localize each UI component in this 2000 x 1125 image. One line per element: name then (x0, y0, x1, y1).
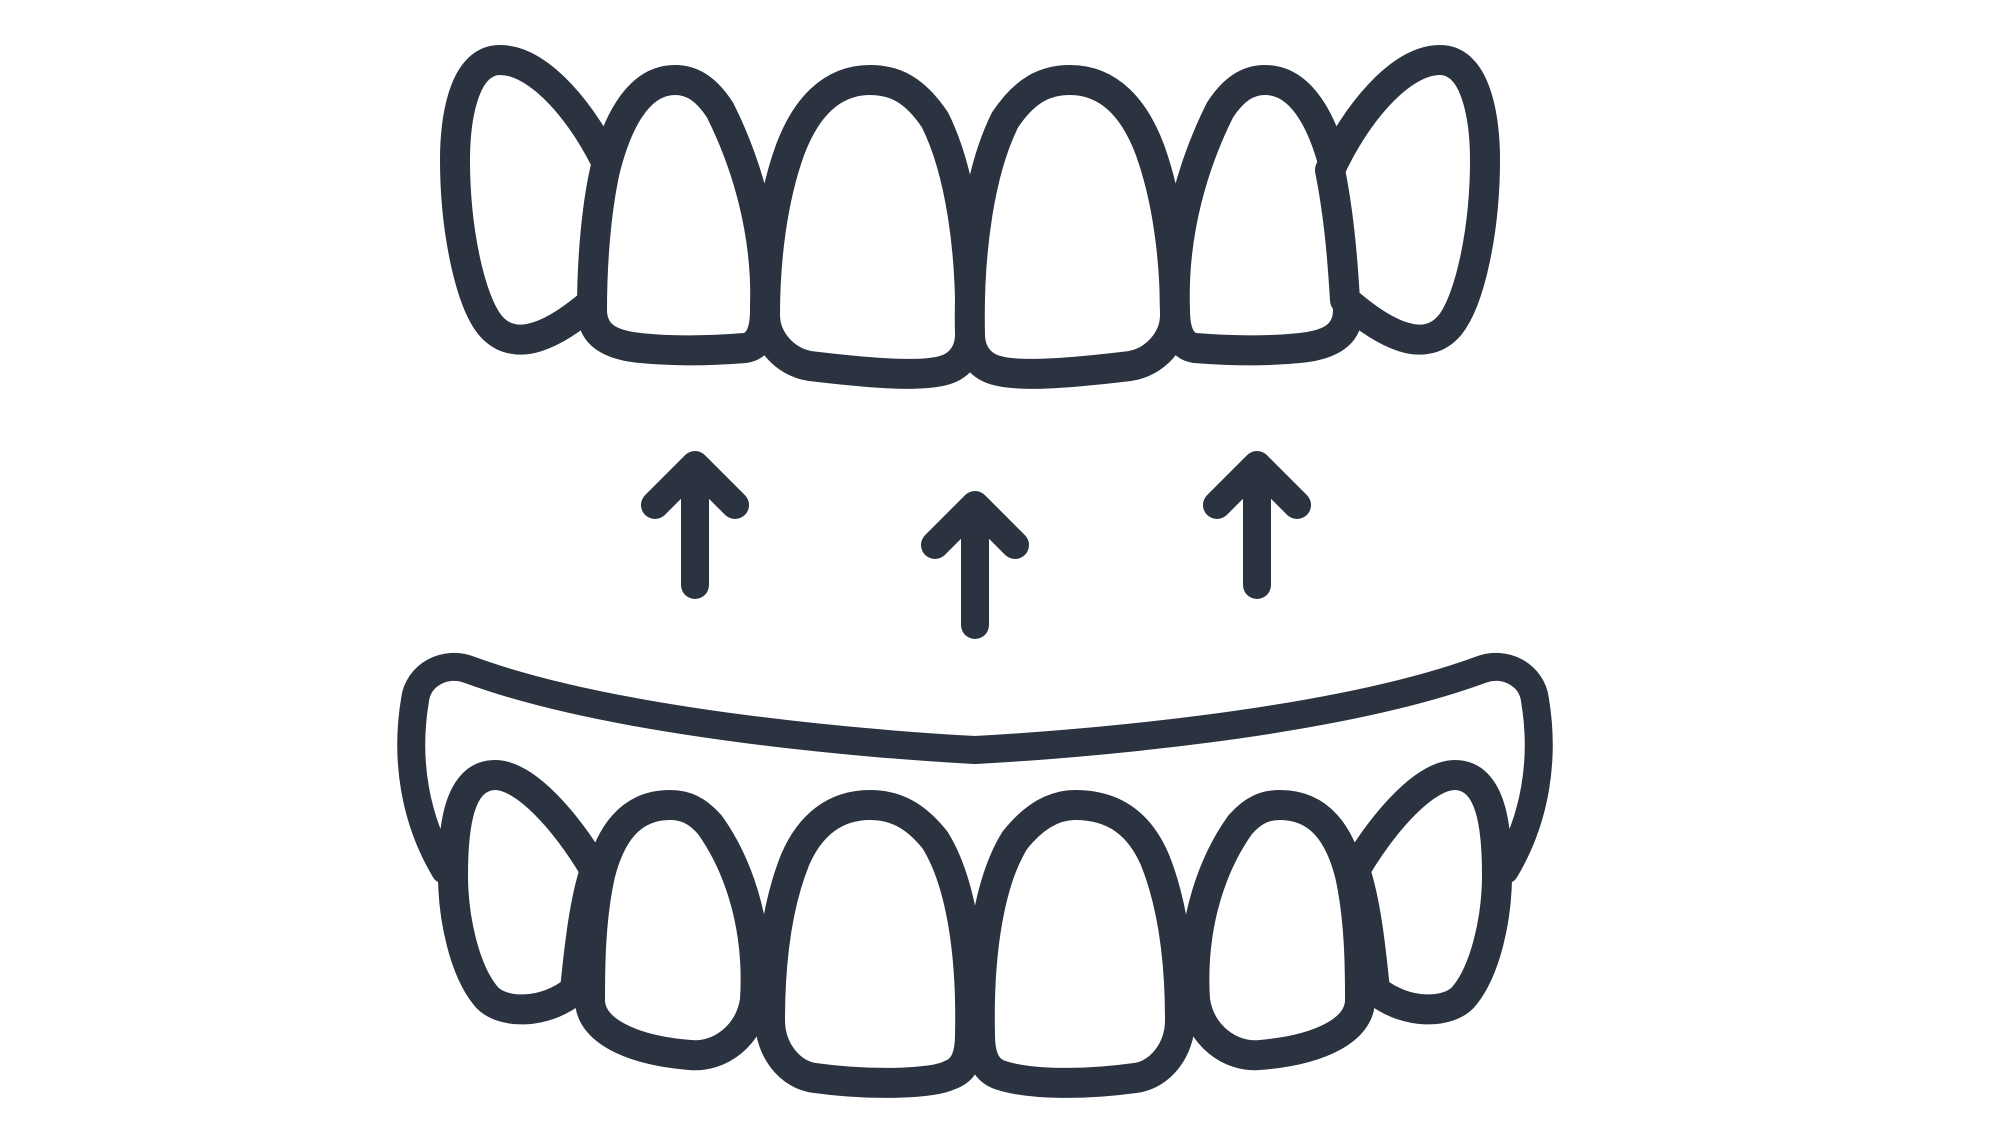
lower-tooth-right-side (575, 790, 771, 1071)
lower-tooth-left-side (1179, 790, 1375, 1071)
arrow-up-right (1203, 451, 1311, 599)
upward-arrows (641, 451, 1311, 639)
upper-tooth-right-lateral (440, 45, 625, 355)
lower-tooth-left-central (964, 790, 1195, 1098)
lower-tooth-left-lateral (1340, 760, 1512, 1025)
upper-tooth-right-side (577, 65, 781, 366)
upper-arch (440, 45, 1500, 389)
arrow-up-center (921, 491, 1029, 639)
upper-tooth-left-side (1159, 65, 1363, 366)
lower-tooth-right-lateral (438, 760, 610, 1025)
lower-arch (397, 652, 1553, 1098)
lower-tooth-right-central (755, 790, 986, 1098)
arrow-up-left (641, 451, 749, 599)
upper-tooth-left-central (954, 65, 1190, 389)
upper-tooth-right-central (750, 65, 986, 389)
upper-tooth-left-lateral (1315, 45, 1500, 355)
